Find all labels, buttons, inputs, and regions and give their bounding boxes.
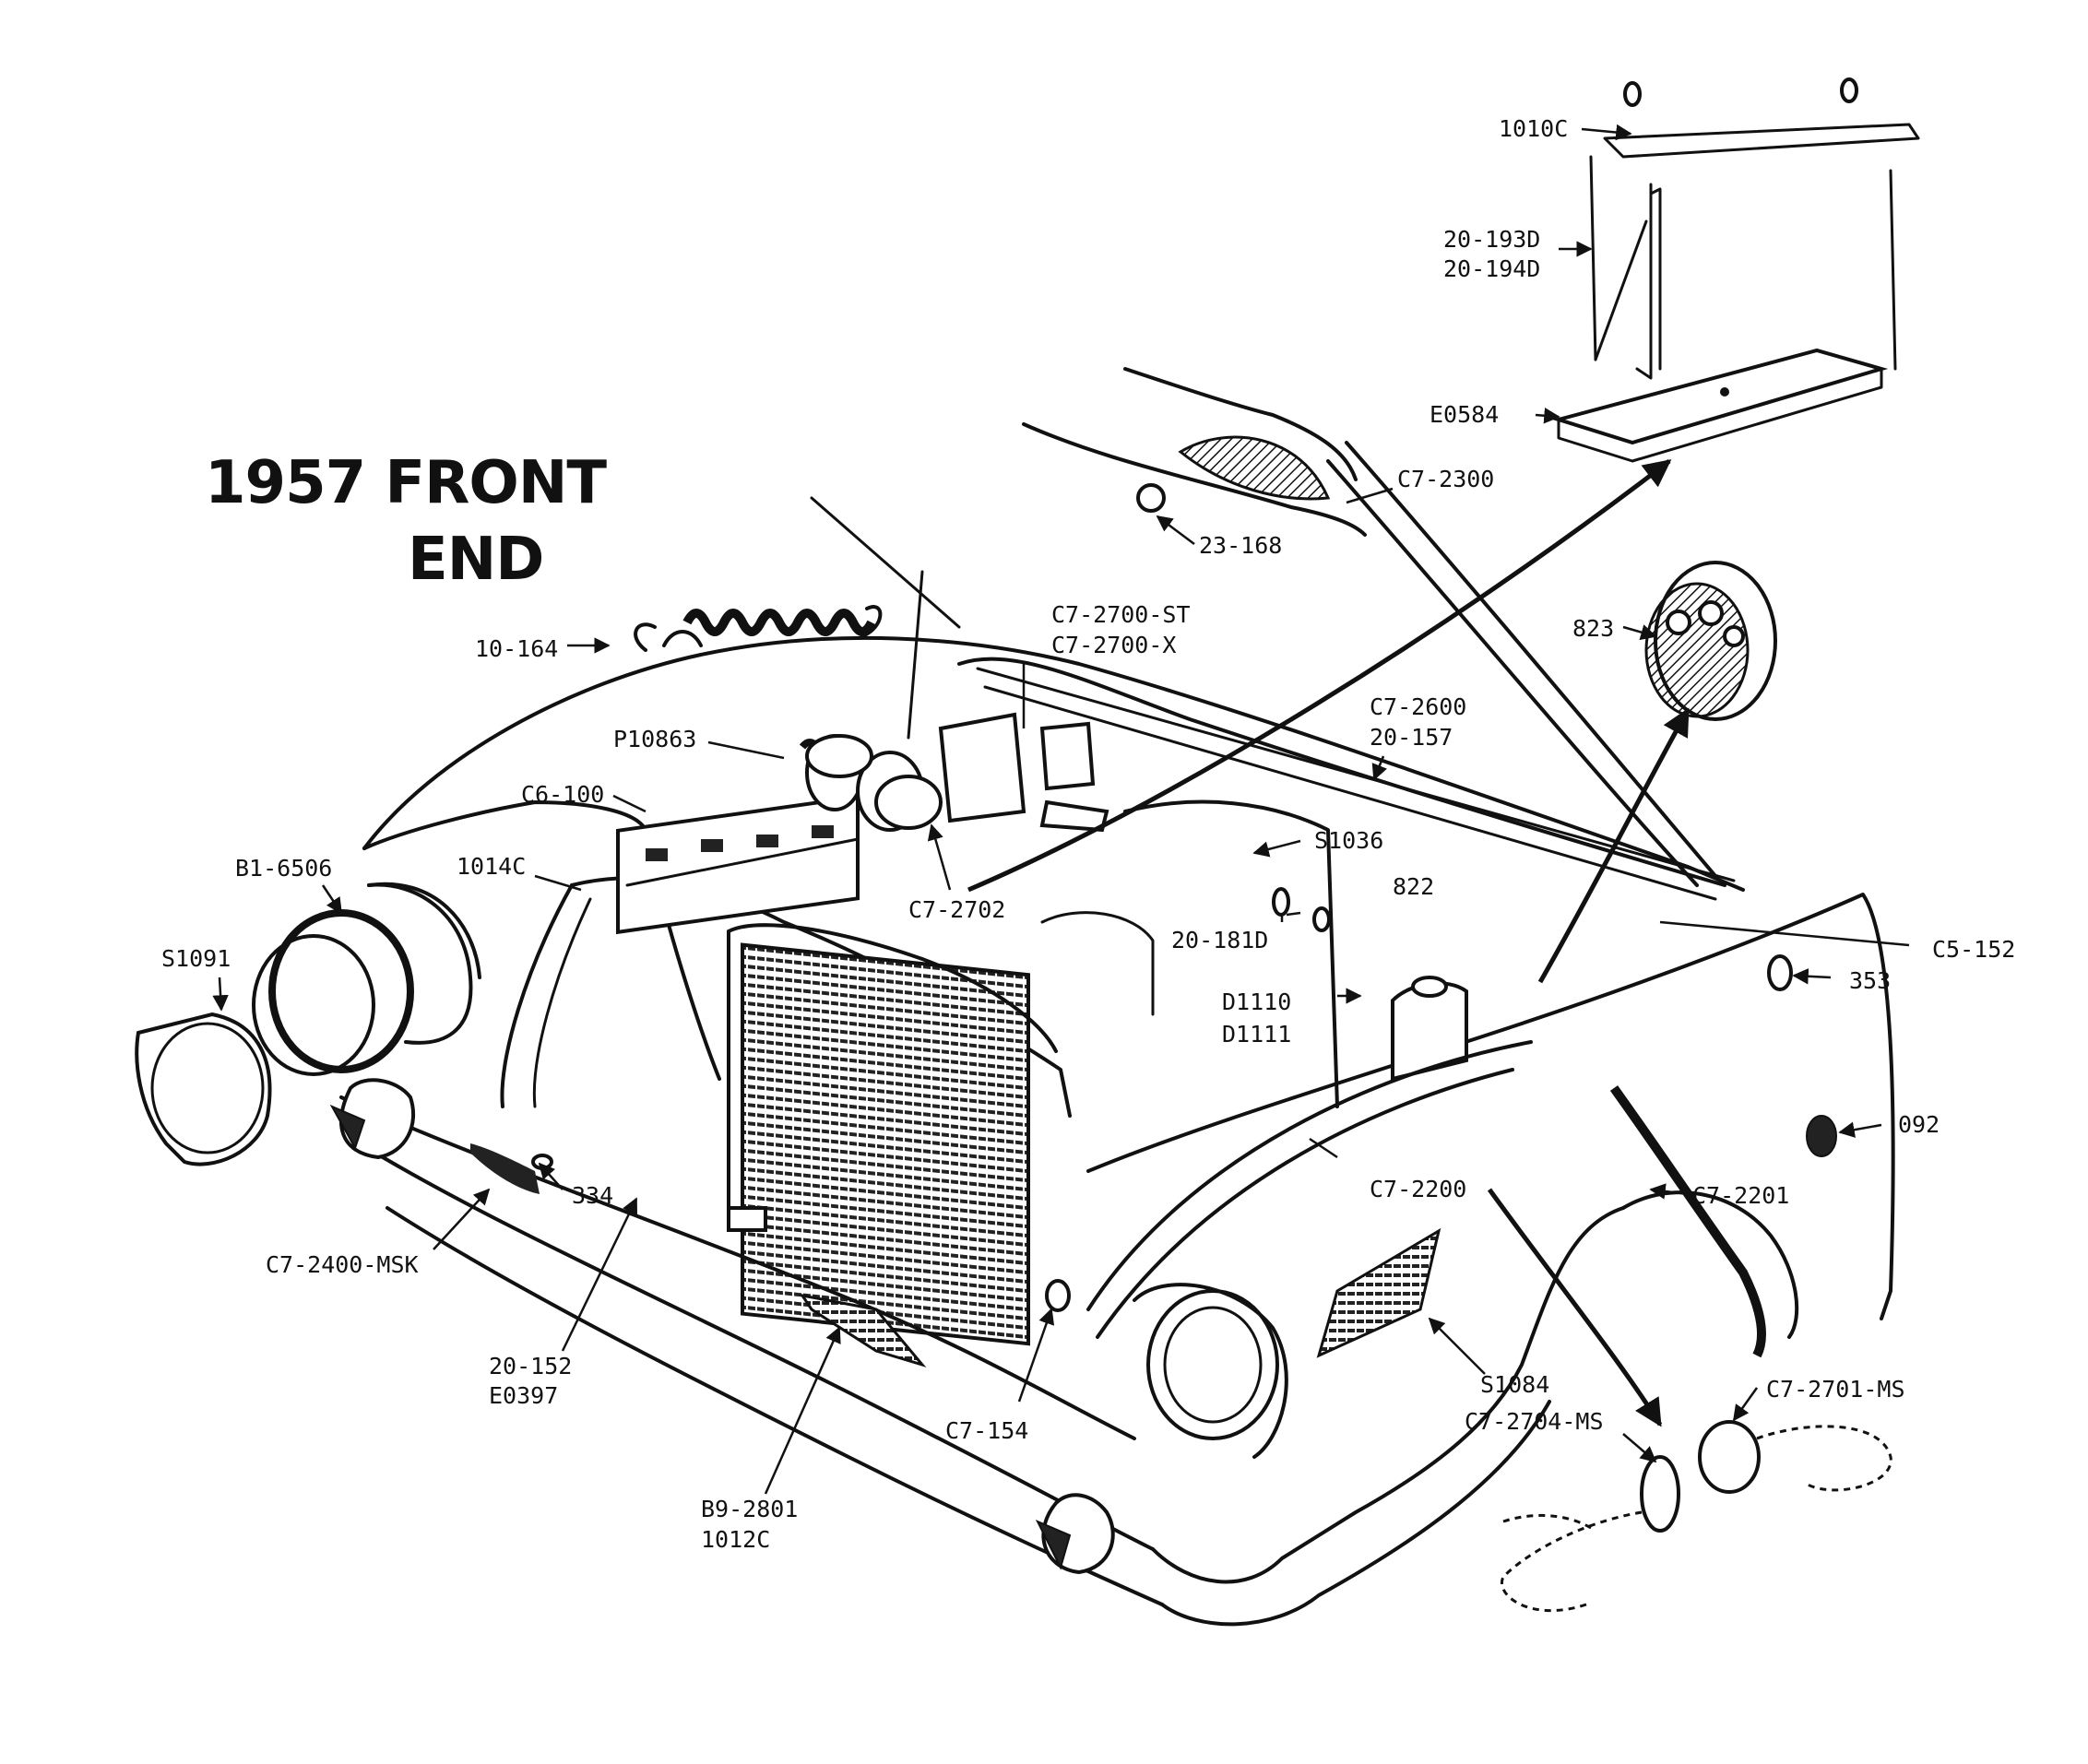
horn-part bbox=[1644, 561, 1777, 721]
label-20-157: 20-157 bbox=[1370, 724, 1453, 751]
label-092: 092 bbox=[1898, 1111, 1940, 1138]
label-C7-2300: C7-2300 bbox=[1397, 466, 1494, 492]
label-D1111: D1111 bbox=[1222, 1021, 1291, 1048]
label-334: 334 bbox=[572, 1182, 613, 1209]
part-labels: 1010C 20-193D 20-194D E0584 C7-2300 23-1… bbox=[161, 115, 2015, 1553]
label-20-194D: 20-194D bbox=[1443, 255, 1540, 282]
parking-lights bbox=[1501, 1420, 1892, 1613]
label-C7-2704-MS: C7-2704-MS bbox=[1465, 1408, 1604, 1435]
label-823: 823 bbox=[1572, 615, 1614, 642]
label-S1036: S1036 bbox=[1314, 827, 1383, 854]
label-C7-2400-MSK: C7-2400-MSK bbox=[266, 1251, 419, 1278]
label-C7-2201: C7-2201 bbox=[1692, 1182, 1789, 1209]
label-20-181D: 20-181D bbox=[1171, 927, 1268, 953]
label-1010C: 1010C bbox=[1499, 115, 1568, 142]
leader-lines bbox=[212, 124, 1910, 1495]
label-S1091: S1091 bbox=[161, 945, 231, 972]
label-10-164: 10-164 bbox=[475, 635, 558, 662]
label-E0397: E0397 bbox=[489, 1382, 558, 1409]
label-P10863: P10863 bbox=[613, 726, 696, 752]
label-1014C: 1014C bbox=[457, 853, 526, 880]
label-353: 353 bbox=[1849, 967, 1891, 994]
label-C7-2700-X: C7-2700-X bbox=[1051, 632, 1176, 658]
label-20-193D: 20-193D bbox=[1443, 226, 1540, 253]
label-B9-2801: B9-2801 bbox=[701, 1496, 798, 1522]
label-C7-2701-MS: C7-2701-MS bbox=[1766, 1376, 1905, 1403]
label-C7-2600: C7-2600 bbox=[1370, 693, 1466, 720]
label-E0584: E0584 bbox=[1430, 401, 1499, 428]
label-1012C: 1012C bbox=[701, 1526, 770, 1553]
label-23-168: 23-168 bbox=[1199, 532, 1282, 559]
hood-spring bbox=[634, 605, 883, 652]
battery-tray bbox=[1551, 77, 1920, 463]
title-line-1: 1957 FRONT bbox=[205, 449, 607, 517]
label-D1110: D1110 bbox=[1222, 989, 1291, 1015]
label-C7-2700-ST: C7-2700-ST bbox=[1051, 601, 1191, 628]
ignition-unit bbox=[799, 734, 943, 830]
label-S1084: S1084 bbox=[1480, 1371, 1549, 1398]
label-20-152: 20-152 bbox=[489, 1353, 572, 1379]
title-line-2: END bbox=[408, 526, 543, 594]
label-C7-154: C7-154 bbox=[945, 1417, 1028, 1444]
car-body bbox=[135, 367, 1895, 1627]
label-C7-2702: C7-2702 bbox=[908, 896, 1005, 923]
label-C6-100: C6-100 bbox=[521, 781, 604, 808]
label-822: 822 bbox=[1393, 873, 1434, 900]
label-C5-152: C5-152 bbox=[1932, 936, 2015, 963]
label-C7-2200: C7-2200 bbox=[1370, 1176, 1466, 1202]
label-B1-6506: B1-6506 bbox=[235, 855, 332, 882]
